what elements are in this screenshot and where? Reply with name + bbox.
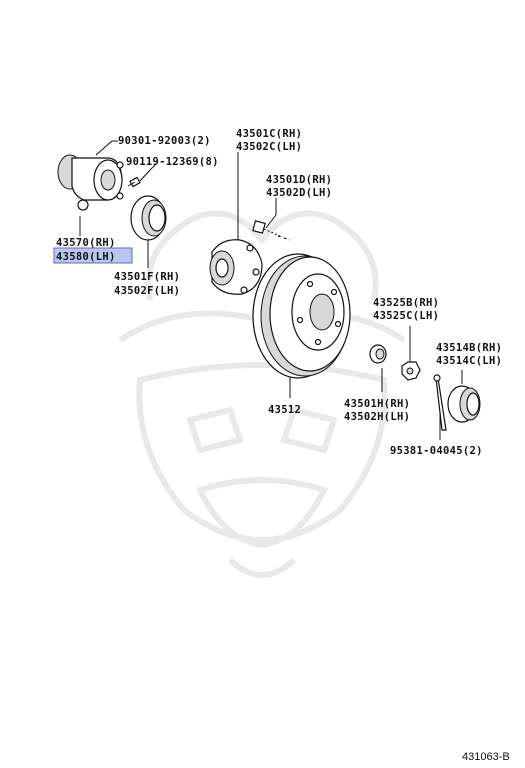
label-43501c[interactable]: 43501C(RH) — [236, 128, 302, 140]
label-90119[interactable]: 90119-12369(8) — [126, 156, 219, 168]
label-95381[interactable]: 95381-04045(2) — [390, 445, 483, 457]
grease-cap-part — [447, 385, 481, 423]
bolt-part — [127, 176, 141, 188]
seal-part — [130, 195, 167, 241]
label-43501h[interactable]: 43501H(RH) — [344, 398, 410, 410]
disc-rotor-part — [252, 253, 351, 379]
label-43525b[interactable]: 43525B(RH) — [373, 297, 439, 309]
cotter-pin-part — [433, 374, 447, 431]
label-43501f[interactable]: 43501F(RH) — [114, 271, 180, 283]
label-43502h[interactable]: 43502H(LH) — [344, 411, 410, 423]
washer-part — [369, 344, 387, 364]
label-43580[interactable]: 43580(LH) — [56, 251, 116, 263]
label-90301[interactable]: 90301-92003(2) — [118, 135, 211, 147]
label-43514b[interactable]: 43514B(RH) — [436, 342, 502, 354]
label-43570[interactable]: 43570(RH) — [56, 237, 116, 249]
label-43514c[interactable]: 43514C(LH) — [436, 355, 502, 367]
diagram-reference-code: 431063-B — [462, 751, 510, 763]
hub-bolt-part — [252, 220, 291, 241]
highlight-box — [53, 247, 133, 264]
label-43502d[interactable]: 43502D(LH) — [266, 187, 332, 199]
castle-nut-part — [401, 361, 421, 381]
label-43502f[interactable]: 43502F(LH) — [114, 285, 180, 297]
front-hub-part — [209, 239, 263, 295]
label-43512[interactable]: 43512 — [268, 404, 301, 416]
label-43501d[interactable]: 43501D(RH) — [266, 174, 332, 186]
label-43502c[interactable]: 43502C(LH) — [236, 141, 302, 153]
leader-lines — [79, 140, 463, 440]
hub-bearing-part — [57, 154, 124, 211]
label-43525c[interactable]: 43525C(LH) — [373, 310, 439, 322]
